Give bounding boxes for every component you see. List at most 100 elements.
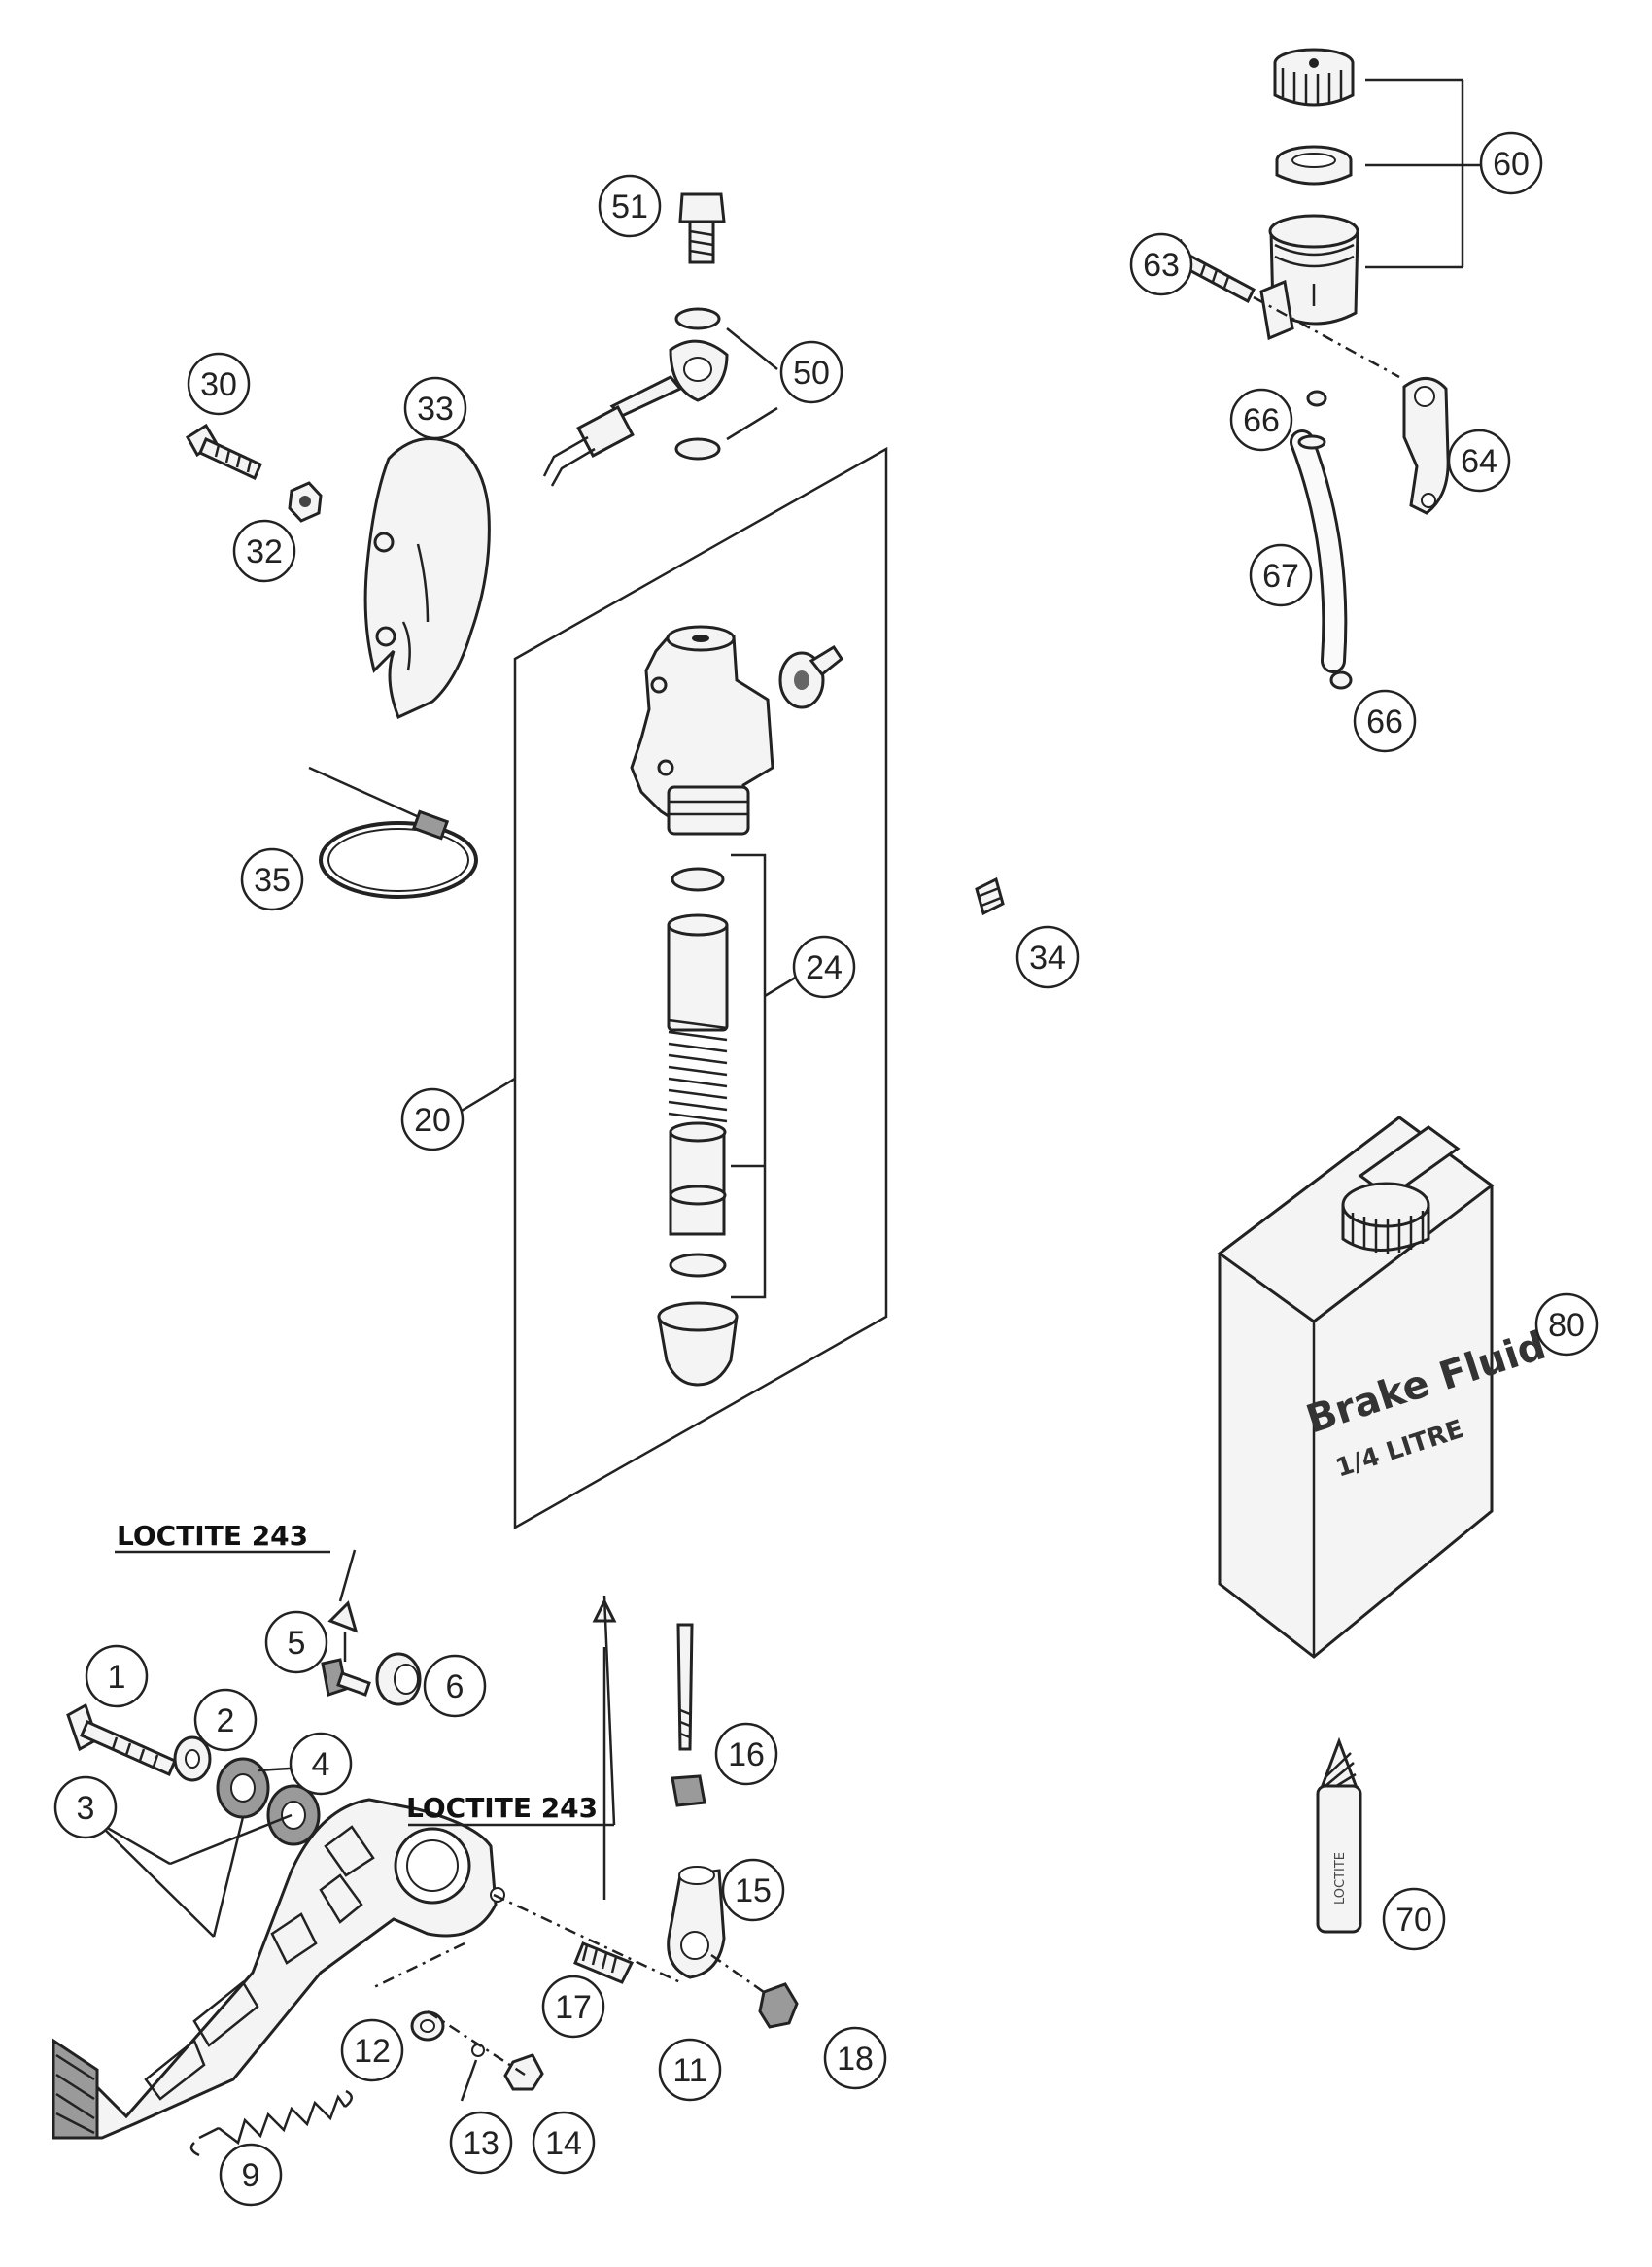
callout-17: 17: [541, 1975, 605, 2039]
callout-circle: [1479, 131, 1543, 195]
seal-kit-parts: [657, 853, 798, 1387]
callout-circle: [219, 2143, 283, 2207]
callout-number: 51: [611, 189, 648, 225]
reservoir-holder: [1402, 377, 1450, 515]
callout-circle: [598, 174, 662, 238]
callout-circle: [449, 2111, 513, 2175]
callout-circle: [53, 1775, 118, 1839]
reservoir-cap: [1273, 48, 1355, 107]
loctite-note-lower: LOCTITE 243: [406, 1792, 598, 1824]
callout-number: 60: [1493, 146, 1530, 183]
callout-circle: [1015, 925, 1080, 989]
callout-32: 32: [232, 519, 296, 583]
reservoir-body: [1259, 214, 1359, 341]
callout-number: 66: [1366, 704, 1403, 740]
callout-number: 4: [312, 1746, 330, 1783]
callout-1: 1: [85, 1644, 149, 1708]
callout-60: 60: [1479, 131, 1543, 195]
master-cylinder-body: [630, 625, 844, 836]
callout-number: 1: [108, 1659, 126, 1696]
callout-circle: [714, 1722, 778, 1786]
callout-6: 6: [423, 1654, 487, 1718]
callout-30: 30: [187, 352, 251, 416]
callout-number: 14: [545, 2125, 582, 2162]
callout-11: 11: [658, 2038, 722, 2102]
callout-circle: [658, 2038, 722, 2102]
callout-number: 63: [1143, 247, 1180, 284]
callout-circle: [264, 1610, 328, 1674]
callout-13: 13: [449, 2111, 513, 2175]
pivot-bearings: [216, 1757, 321, 1846]
callout-66b: 66: [1353, 689, 1417, 753]
return-spring: [189, 2089, 353, 2157]
callout-circle: [403, 376, 467, 440]
callout-circle: [792, 935, 856, 999]
callout-number: 35: [254, 862, 291, 899]
callout-circle: [193, 1688, 258, 1752]
callout-number: 66: [1243, 402, 1280, 439]
brake-fluid-container: Brake Fluid 1/4 LITRE: [1217, 1116, 1551, 1659]
hose-clip: [975, 876, 1005, 916]
pivot-washer: [173, 1735, 212, 1782]
callout-number: 2: [217, 1702, 235, 1739]
callout-circle: [532, 2111, 596, 2175]
callout-9: 9: [219, 2143, 283, 2207]
callout-circle: [1129, 232, 1193, 296]
callout-circle: [1353, 689, 1417, 753]
callout-4: 4: [289, 1732, 353, 1796]
banjo-bolt: [678, 192, 726, 264]
callout-15: 15: [721, 1858, 785, 1922]
reservoir-bracket-lines: [1365, 78, 1492, 269]
callout-number: 50: [793, 355, 830, 392]
callout-circle: [1534, 1292, 1599, 1357]
callout-number: 33: [417, 391, 454, 428]
callout-33: 33: [403, 376, 467, 440]
callout-24: 24: [792, 935, 856, 999]
pushrod-parts: [373, 1597, 799, 2091]
callout-12: 12: [340, 2018, 404, 2082]
callout-number: 20: [414, 1102, 451, 1139]
callout-number: 15: [735, 1872, 772, 1909]
callout-20: 20: [400, 1087, 465, 1151]
cover-bolt: [186, 423, 262, 481]
callout-number: 67: [1262, 558, 1299, 595]
callout-number: 30: [200, 366, 237, 403]
callout-circle: [1382, 1887, 1446, 1951]
callout-circle: [85, 1644, 149, 1708]
callout-67: 67: [1249, 543, 1313, 607]
callout-18: 18: [823, 2026, 887, 2090]
callout-circle: [823, 2026, 887, 2090]
callout-number: 17: [555, 1989, 592, 2026]
callout-51: 51: [598, 174, 662, 238]
loctite-tube-label: LOCTITE: [1333, 1852, 1348, 1905]
callout-3: 3: [53, 1775, 118, 1839]
callout-number: 64: [1461, 443, 1497, 480]
callout-64: 64: [1447, 429, 1511, 493]
loctite-note-upper: LOCTITE 243: [117, 1520, 308, 1552]
callout-number: 80: [1548, 1307, 1585, 1344]
callout-5: 5: [264, 1610, 328, 1674]
callout-16: 16: [714, 1722, 778, 1786]
callout-50: 50: [779, 340, 843, 404]
pivot-bolt: [66, 1702, 177, 1776]
washers-and-hose: [542, 307, 778, 487]
callout-14: 14: [532, 2111, 596, 2175]
brake-pedal: [52, 1798, 505, 2140]
callout-number: 24: [806, 949, 843, 986]
callout-circle: [289, 1732, 353, 1796]
callout-number: 11: [672, 2052, 706, 2089]
callout-circle: [240, 847, 304, 911]
callout-2: 2: [193, 1688, 258, 1752]
callout-circle: [1447, 429, 1511, 493]
callout-number: 16: [728, 1736, 765, 1773]
callout-70: 70: [1382, 1887, 1446, 1951]
callout-number: 3: [77, 1790, 95, 1827]
callout-circle: [340, 2018, 404, 2082]
callout-number: 9: [242, 2157, 260, 2194]
callout-63: 63: [1129, 232, 1193, 296]
callout-number: 12: [354, 2033, 391, 2070]
callout-circle: [1249, 543, 1313, 607]
callout-circle: [400, 1087, 465, 1151]
